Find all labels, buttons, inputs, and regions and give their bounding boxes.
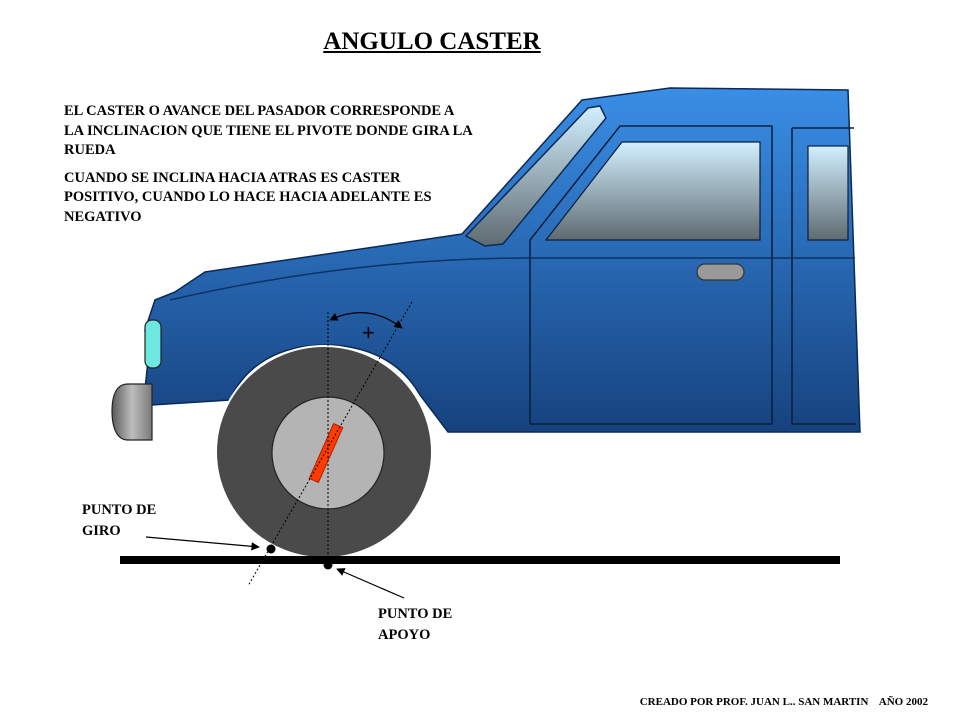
rear-door [791,127,856,425]
description-paragraph-definition: EL CASTER O AVANCE DEL PASADOR CORRESPON… [64,103,472,158]
pivot-point-dot [266,544,276,554]
steering-axis-line [247,301,413,587]
author-credit: CREADO POR PROF. JUAN L.. SAN MARTIN AÑO… [639,696,928,708]
kingpin [308,422,344,484]
caster-angle-sign: + [362,320,375,345]
front-door-window [544,141,761,241]
description-text: EL CASTER O AVANCE DEL PASADOR CORRESPON… [64,102,474,235]
contact-point-arrow [336,568,405,599]
contact-point-dot [323,560,333,570]
front-wheel [215,345,433,559]
description-paragraph-sign: CUANDO SE INCLINA HACIA ATRAS ES CASTER … [64,169,432,225]
ground-line [120,556,840,564]
windshield [464,105,607,247]
pivot-point-label: PUNTO DE GIRO [82,502,157,539]
headlight [144,319,162,369]
door-handle [696,263,745,281]
front-door [529,125,773,425]
contact-point-label: PUNTO DE APOYO [378,606,453,643]
front-bumper [111,383,153,441]
diagram-title: ANGULO CASTER [323,28,541,55]
rear-door-window [807,145,849,241]
caster-angle-arc [329,312,403,329]
pivot-point-arrow [145,536,260,551]
